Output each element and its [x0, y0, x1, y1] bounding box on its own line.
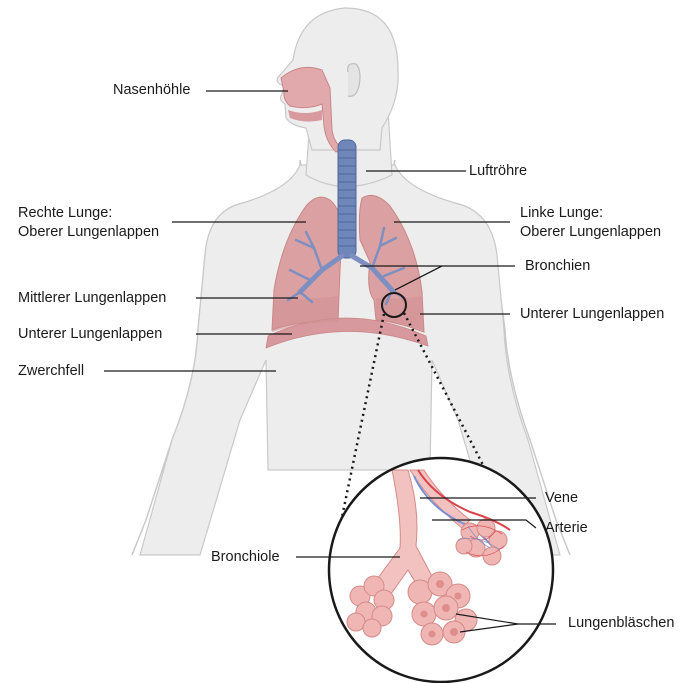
- label-left-upper-lobe: Linke Lunge: Oberer Lungenlappen: [520, 204, 661, 242]
- label-diaphragm: Zwerchfell: [18, 362, 84, 381]
- label-left-upper-lobe-line1: Linke Lunge:: [520, 204, 661, 223]
- label-bronchi: Bronchien: [525, 257, 590, 276]
- label-alveoli: Lungenbläschen: [568, 614, 674, 633]
- label-right-lower-lobe: Unterer Lungenlappen: [18, 325, 162, 344]
- label-bronchiole: Bronchiole: [211, 548, 280, 567]
- label-right-upper-lobe-line2: Oberer Lungenlappen: [18, 223, 159, 242]
- label-right-upper-lobe-line1: Rechte Lunge:: [18, 204, 159, 223]
- label-left-upper-lobe-line2: Oberer Lungenlappen: [520, 223, 661, 242]
- label-nasal-cavity: Nasenhöhle: [113, 81, 190, 100]
- label-left-lower-lobe: Unterer Lungenlappen: [520, 305, 664, 324]
- label-right-upper-lobe: Rechte Lunge: Oberer Lungenlappen: [18, 204, 159, 242]
- label-trachea: Luftröhre: [469, 162, 527, 181]
- label-artery: Arterie: [545, 519, 588, 538]
- label-vein: Vene: [545, 489, 578, 508]
- label-middle-lobe: Mittlerer Lungenlappen: [18, 289, 166, 308]
